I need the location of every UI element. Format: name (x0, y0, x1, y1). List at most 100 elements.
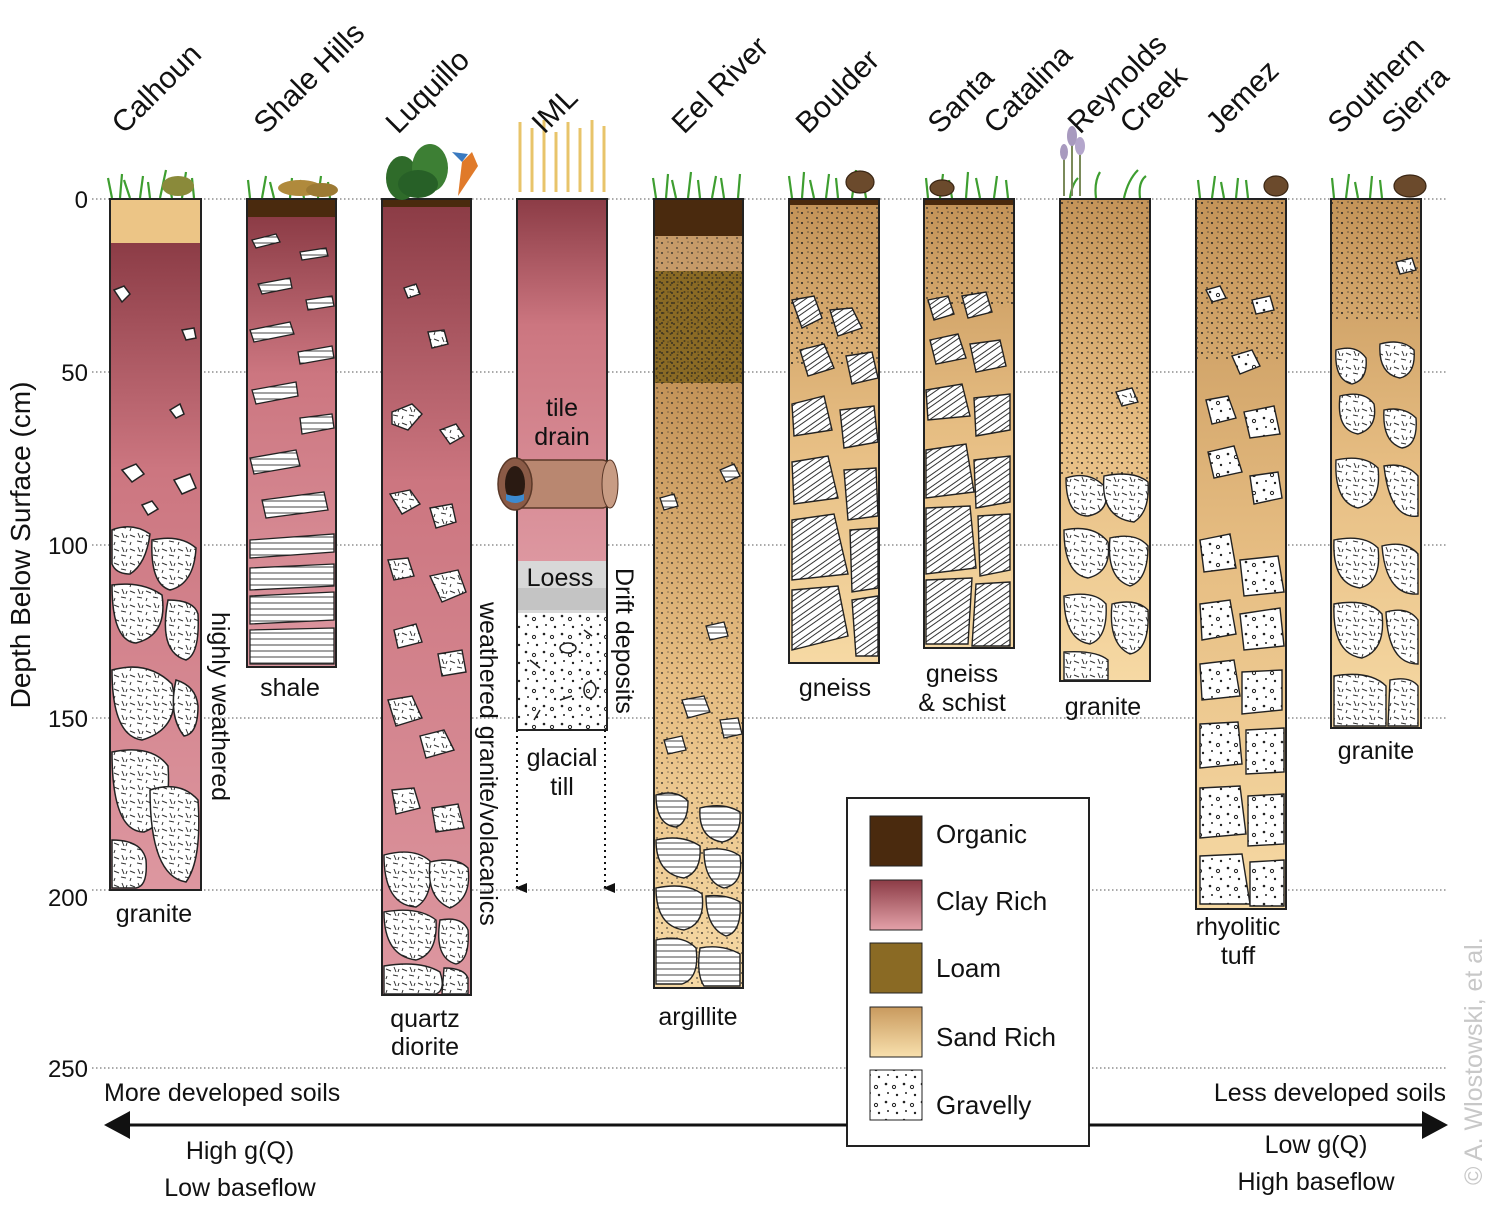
calhoun-sand-layer (110, 199, 201, 243)
tick-100: 100 (48, 533, 88, 560)
legend-label-gravelly: Gravelly (936, 1090, 1031, 1120)
luquillo-organic-layer (382, 199, 471, 207)
column-boulder (788, 198, 880, 664)
scale-right-sub1: Low g(Q) (1265, 1131, 1368, 1159)
luquillo-saprolite-blocks (383, 851, 470, 995)
scale-label-left: More developed soils (104, 1079, 340, 1107)
site-labels: Calhoun Shale Hills Luquillo IML Eel Riv… (106, 16, 1456, 140)
vegetation (106, 120, 1427, 200)
development-scale: More developed soils Less developed soil… (104, 1079, 1448, 1202)
rock-label-iml-1: glacial (527, 744, 598, 772)
rock-label-santa-catalina-2: & schist (918, 689, 1006, 717)
legend-swatch-organic (869, 815, 923, 867)
leaf-icon (162, 176, 338, 197)
boulder-gneiss-blocks (791, 295, 879, 657)
santa-catalina-frame (923, 198, 1015, 649)
reynolds-creek-granite-blocks (1063, 387, 1149, 681)
jemez-tuff-blocks (1199, 285, 1285, 907)
column-santa-catalina (923, 198, 1015, 649)
jemez-frame (1195, 198, 1287, 910)
site-label-boulder: Boulder (790, 43, 886, 139)
legend-swatch-loam (869, 942, 923, 994)
side-notes: highly weathered weathered granite/volac… (206, 568, 638, 926)
site-label-shale-hills: Shale Hills (248, 16, 372, 140)
tick-50: 50 (61, 360, 88, 387)
y-axis: Depth Below Surface (cm) 0 50 100 150 20… (5, 187, 88, 1083)
tick-0: 0 (75, 187, 88, 214)
scale-left-sub1: High g(Q) (186, 1137, 294, 1165)
jemez-sand-dots (1196, 199, 1286, 359)
eel-river-argillite-blocks (655, 792, 742, 987)
rock-label-shale-hills: shale (260, 674, 320, 702)
scale-label-right: Less developed soils (1214, 1079, 1446, 1107)
rock-label-reynolds-creek: granite (1065, 693, 1141, 721)
tick-150: 150 (48, 706, 88, 733)
luquillo-pebbles (387, 283, 467, 833)
column-eel-river (653, 198, 744, 989)
column-reynolds-creek (1059, 198, 1151, 682)
rock-label-jemez-2: tuff (1221, 942, 1255, 970)
site-label-luquillo: Luquillo (380, 43, 476, 139)
arrow-right-icon (1422, 1111, 1448, 1139)
side-note-iml: Drift deposits (610, 568, 638, 714)
shale-hills-organic-layer (247, 199, 336, 217)
rock-label-calhoun: granite (116, 900, 192, 928)
side-note-calhoun: highly weathered (206, 612, 234, 801)
legend-swatch-clay-rich (869, 879, 923, 931)
eel-river-organic-layer (654, 199, 743, 236)
site-label-calhoun: Calhoun (106, 38, 208, 140)
reynolds-creek-frame (1059, 198, 1151, 682)
santa-catalina-sand-dots (924, 205, 1014, 305)
legend-label-clay-rich: Clay Rich (936, 886, 1047, 916)
column-luquillo (381, 198, 472, 996)
boulder-frame (788, 198, 880, 664)
column-iml: tile drain Loess (497, 198, 619, 893)
iml-tile-drain-label-1: tile (546, 394, 578, 422)
shale-hills-frame (246, 198, 337, 668)
legend-label-sand-rich: Sand Rich (936, 1022, 1056, 1052)
rock-label-southern-sierra: granite (1338, 737, 1414, 765)
shale-hills-shale-fragments (249, 233, 335, 665)
rock-label-iml-2: till (550, 773, 574, 801)
rock-label-santa-catalina-1: gneiss (926, 660, 998, 688)
arrow-left-icon (104, 1111, 130, 1139)
southern-sierra-granite-blocks (1333, 257, 1419, 727)
site-label-eel-river: Eel River (666, 31, 775, 140)
iml-loess-band (517, 588, 607, 610)
tropical-plant-icon (386, 144, 478, 200)
lavender-icon (1060, 126, 1085, 196)
wheat-icon (518, 120, 606, 192)
column-southern-sierra (1330, 198, 1422, 729)
tile-drain-icon (497, 457, 619, 511)
column-calhoun (109, 198, 202, 891)
copyright-credit: © A. Wlostowski, et al. (1460, 937, 1488, 1185)
site-label-iml: IML (526, 81, 585, 140)
legend-swatch-gravelly (869, 1069, 923, 1121)
calhoun-granite-blocks (111, 526, 200, 889)
iml-loess-label: Loess (527, 564, 594, 592)
y-axis-title: Depth Below Surface (cm) (5, 382, 36, 709)
rock-labels: granite shale quartz diorite glacial til… (116, 660, 1414, 1061)
luquillo-frame (381, 198, 472, 996)
tick-200: 200 (48, 885, 88, 912)
calhoun-pebbles (112, 285, 197, 517)
eel-river-pebbles (659, 463, 743, 755)
rock-label-luquillo-2: diorite (391, 1033, 459, 1061)
boulder-organic-layer (789, 199, 879, 205)
tick-250: 250 (48, 1056, 88, 1083)
legend-label-organic: Organic (936, 819, 1027, 849)
side-note-luquillo: weathered granite/volacanics (474, 601, 502, 926)
iml-till-layer (517, 613, 607, 730)
site-label-jemez: Jemez (1200, 54, 1286, 140)
iml-till-stones (529, 629, 597, 721)
legend: Organic Clay Rich Loam Sand Rich Gravell… (846, 797, 1090, 1147)
calhoun-frame (109, 198, 202, 891)
column-jemez (1195, 198, 1287, 910)
eel-river-frame (653, 198, 744, 989)
iml-tile-drain-label-2: drain (534, 423, 590, 451)
santa-catalina-organic-layer (924, 199, 1014, 205)
column-shale-hills (246, 198, 337, 668)
southern-sierra-frame (1330, 198, 1422, 729)
legend-swatch-sand-rich (869, 1006, 923, 1058)
